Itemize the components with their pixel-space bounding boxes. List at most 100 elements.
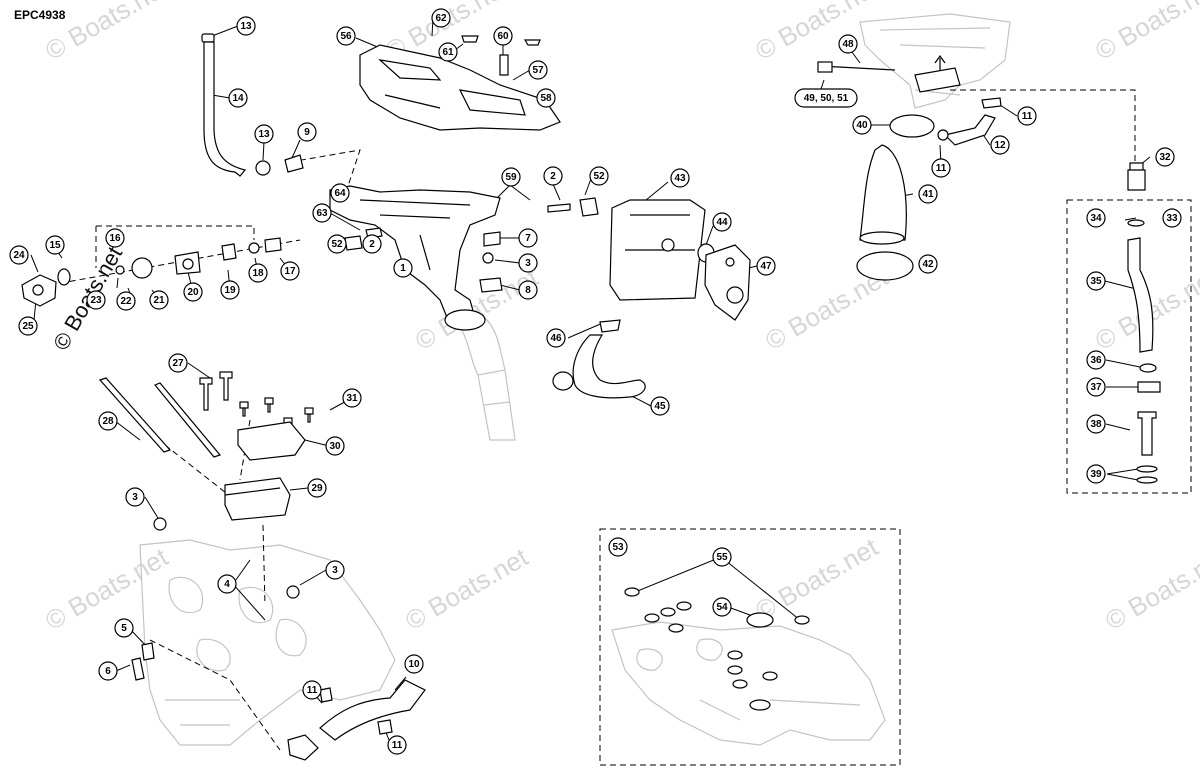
callout-57: 57	[528, 60, 548, 80]
callout-number: 34	[1090, 213, 1102, 224]
part-34-cap	[1127, 219, 1145, 227]
callout-number: 62	[435, 13, 447, 24]
callout-16: 16	[105, 228, 125, 248]
callout-number: 64	[334, 188, 346, 199]
part-47-plate	[704, 244, 751, 321]
part-13-ring	[255, 160, 271, 176]
callout-number: 58	[540, 93, 552, 104]
callout-number: 24	[13, 250, 25, 261]
callout-number: 17	[284, 266, 296, 277]
callout-number: 11	[392, 740, 403, 751]
callout-36: 36	[1086, 350, 1106, 370]
callout-number: 60	[497, 31, 509, 42]
callout-number: 3	[132, 492, 138, 503]
callout-number: 35	[1090, 276, 1102, 287]
callout-60: 60	[493, 26, 513, 46]
part-11-cap	[981, 97, 1002, 109]
part-62-clip	[461, 35, 479, 43]
callout-17: 17	[280, 261, 300, 281]
callout-27: 27	[168, 353, 188, 373]
part-8-fitting	[479, 277, 503, 293]
callout-number: 40	[856, 120, 868, 131]
callout-number: 13	[258, 129, 270, 140]
callout-number: 37	[1090, 382, 1102, 393]
callout-number: 11	[936, 163, 947, 174]
callout-22: 22	[116, 291, 136, 311]
callout-9: 9	[297, 122, 317, 142]
part-1-outlet	[444, 309, 486, 331]
callout-34: 34	[1086, 208, 1106, 228]
part-38-sleeve	[1137, 411, 1157, 456]
callout-56: 56	[336, 26, 356, 46]
part-35-tube	[1127, 237, 1154, 353]
part-9b-elbow	[287, 734, 319, 761]
callout-number: 7	[525, 233, 531, 244]
part-1-manifold	[329, 185, 501, 321]
callout-number: 11	[307, 685, 318, 696]
part-45-hose	[572, 334, 646, 399]
part-3-plug	[482, 252, 494, 264]
callout-number: 6	[105, 666, 111, 677]
callout-52: 52	[589, 166, 609, 186]
part-6-sensor	[131, 657, 145, 681]
callout-37: 37	[1086, 377, 1106, 397]
part-37-nut	[1137, 381, 1161, 393]
callout-54: 54	[712, 597, 732, 617]
part-drawings	[21, 33, 1161, 761]
callout-number: 47	[760, 261, 772, 272]
callout-number: 38	[1090, 419, 1102, 430]
callout-47: 47	[756, 256, 776, 276]
callout-38: 38	[1086, 414, 1106, 434]
part-12-hose	[943, 114, 996, 146]
callout-4: 4	[217, 574, 237, 594]
callout-64: 64	[330, 183, 350, 203]
callout-number: 15	[49, 240, 61, 251]
callout-39: 39	[1086, 464, 1106, 484]
detail-box-33	[1066, 199, 1192, 494]
callout-number: 9	[304, 127, 310, 138]
callout-number: 42	[922, 259, 934, 270]
callout-number: 63	[316, 208, 328, 219]
callout-number: 48	[842, 39, 854, 50]
callout-number: 31	[346, 393, 358, 404]
callout-19: 19	[220, 280, 240, 300]
callout-15: 15	[45, 235, 65, 255]
callout-59: 59	[501, 167, 521, 187]
callout-number: 21	[153, 295, 165, 306]
part-54-seal	[746, 612, 774, 628]
callout-29: 29	[307, 478, 327, 498]
callout-number: 36	[1090, 355, 1102, 366]
callout-number: 4	[224, 579, 230, 590]
callout-63: 63	[312, 203, 332, 223]
part-7-fitting	[483, 231, 501, 247]
callout-number: 43	[674, 173, 686, 184]
callout-number: 59	[505, 172, 517, 183]
part-21-seal	[131, 257, 153, 279]
callout-number: 2	[369, 239, 375, 250]
part-40-ring	[889, 114, 935, 138]
callout-number: 27	[172, 358, 184, 369]
part-60-pin	[499, 54, 509, 76]
callout-13: 13	[236, 16, 256, 36]
callout-number: 20	[187, 287, 199, 298]
callout-11: 11	[387, 735, 407, 755]
part-32-fitting	[1127, 162, 1146, 191]
part-29-module	[224, 477, 291, 521]
callout-number: 46	[550, 333, 562, 344]
callout-number: 30	[329, 441, 341, 452]
part-15-oring	[57, 268, 71, 286]
callout-46: 46	[546, 328, 566, 348]
callout-number: 39	[1090, 469, 1102, 480]
part-13-cap	[201, 33, 215, 43]
callout-61: 61	[438, 42, 458, 62]
part-31-screws	[239, 397, 314, 433]
part-11-clamp	[937, 129, 949, 141]
callout-10: 10	[404, 654, 424, 674]
callout-number: 53	[612, 542, 624, 553]
callout-2: 2	[543, 166, 563, 186]
callout-52: 52	[327, 234, 347, 254]
callout-number: 11	[1022, 111, 1033, 122]
callout-45: 45	[650, 396, 670, 416]
callout-number: 19	[224, 285, 236, 296]
part-46-clamp	[599, 319, 621, 333]
